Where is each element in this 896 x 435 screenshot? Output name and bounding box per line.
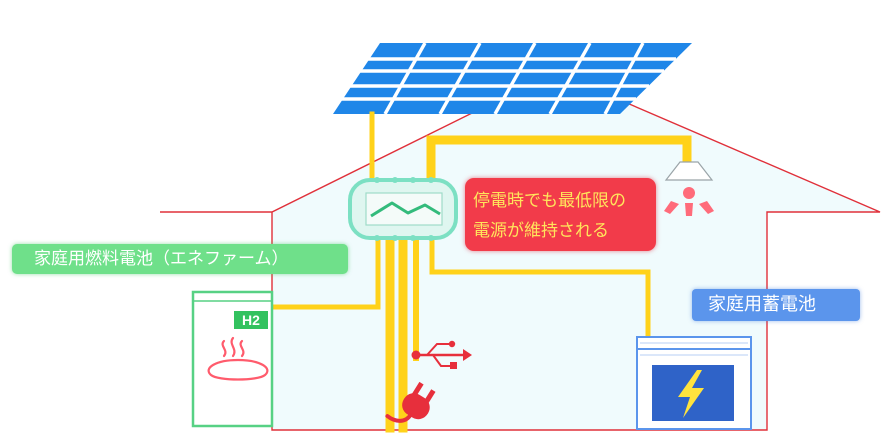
storage-battery-label-text: 家庭用蓄電池 <box>708 294 816 315</box>
outage-text-line-1: 停電時でも最低限の <box>473 191 626 211</box>
hot-water-icon <box>207 336 269 381</box>
lightning-icon <box>678 370 704 418</box>
hydrogen-badge <box>234 311 268 329</box>
power-conditioner-icon <box>348 177 458 241</box>
power-wires <box>265 111 692 433</box>
storage-battery-label: 家庭用蓄電池 <box>692 289 860 321</box>
usb-icon <box>411 340 472 369</box>
fuel-cell-label: 家庭用燃料電池（エネファーム） <box>12 244 348 274</box>
hydrogen-label: H2 <box>242 312 260 328</box>
fuel-cell-label-text: 家庭用燃料電池（エネファーム） <box>34 248 289 269</box>
outage-callout: 停電時でも最低限の 電源が維持される <box>465 178 656 251</box>
wire-battery <box>429 235 651 343</box>
ceiling-light-icon <box>664 161 714 216</box>
fuel-cell-unit-icon <box>191 290 274 428</box>
storage-battery-icon <box>636 336 752 430</box>
solar-panel-icon <box>333 42 692 115</box>
wire-fuel-cell <box>265 231 381 310</box>
wire-light <box>426 135 692 180</box>
power-plug-icon <box>385 381 436 423</box>
outage-text-line-2: 電源が維持される <box>473 221 609 241</box>
